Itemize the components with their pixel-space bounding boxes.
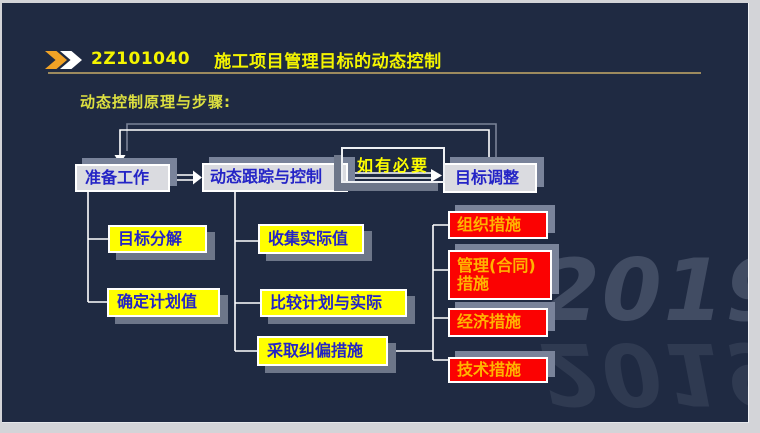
chevron-gold-icon [45, 51, 67, 69]
flow-box-track-control-label: 动态跟踪与控制 [210, 167, 323, 187]
flow-box-collect-actual-label: 收集实际值 [268, 228, 349, 248]
flow-label-if-necessary-text: 如有必要 [356, 156, 429, 175]
title-underline [48, 72, 701, 74]
course-code: 2Z101040 [91, 49, 191, 69]
flow-box-mgmt-contract-measures: 管理(合同)措施 [448, 250, 552, 300]
flow-box-technical-measures-label: 技术措施 [457, 359, 522, 379]
flow-box-track-control: 动态跟踪与控制 [202, 163, 348, 192]
flow-box-org-measures: 组织措施 [448, 211, 548, 239]
flow-box-goal-adjust-label: 目标调整 [455, 167, 520, 187]
subtitle: 动态控制原理与步骤: [80, 93, 231, 111]
watermark-2019: 2019 [540, 241, 748, 341]
flow-box-economic-measures-label: 经济措施 [457, 312, 522, 332]
flow-box-org-measures-label: 组织措施 [457, 214, 522, 234]
watermark-2019-reflection: 2019 [540, 323, 748, 423]
flow-box-compare-plan-actual-label: 比较计划与实际 [270, 292, 383, 312]
chevron-white-icon [60, 51, 82, 69]
flow-box-mgmt-contract-measures-label: 管理(合同)措施 [457, 255, 536, 293]
flow-box-goal-decompose: 目标分解 [108, 225, 207, 253]
title-text: 施工项目管理目标的动态控制 [214, 51, 442, 72]
flow-box-prepare-label: 准备工作 [85, 167, 150, 187]
slide-title: 2Z101040 施工项目管理目标的动态控制 [91, 48, 442, 72]
flow-box-technical-measures: 技术措施 [448, 357, 548, 383]
flow-box-economic-measures: 经济措施 [448, 308, 548, 337]
flow-box-set-plan-value-label: 确定计划值 [117, 292, 198, 312]
flow-box-compare-plan-actual: 比较计划与实际 [260, 289, 407, 317]
flow-box-set-plan-value: 确定计划值 [107, 288, 220, 317]
flow-box-prepare: 准备工作 [75, 164, 170, 192]
flow-box-corrective-action-label: 采取纠偏措施 [267, 340, 364, 360]
flow-label-if-necessary: 如有必要 [341, 147, 445, 183]
flow-box-collect-actual: 收集实际值 [258, 224, 364, 254]
flow-box-goal-decompose-label: 目标分解 [118, 228, 183, 248]
title-chevrons-icon [45, 51, 89, 69]
flow-box-corrective-action: 采取纠偏措施 [257, 336, 388, 366]
flow-box-goal-adjust: 目标调整 [443, 163, 537, 193]
